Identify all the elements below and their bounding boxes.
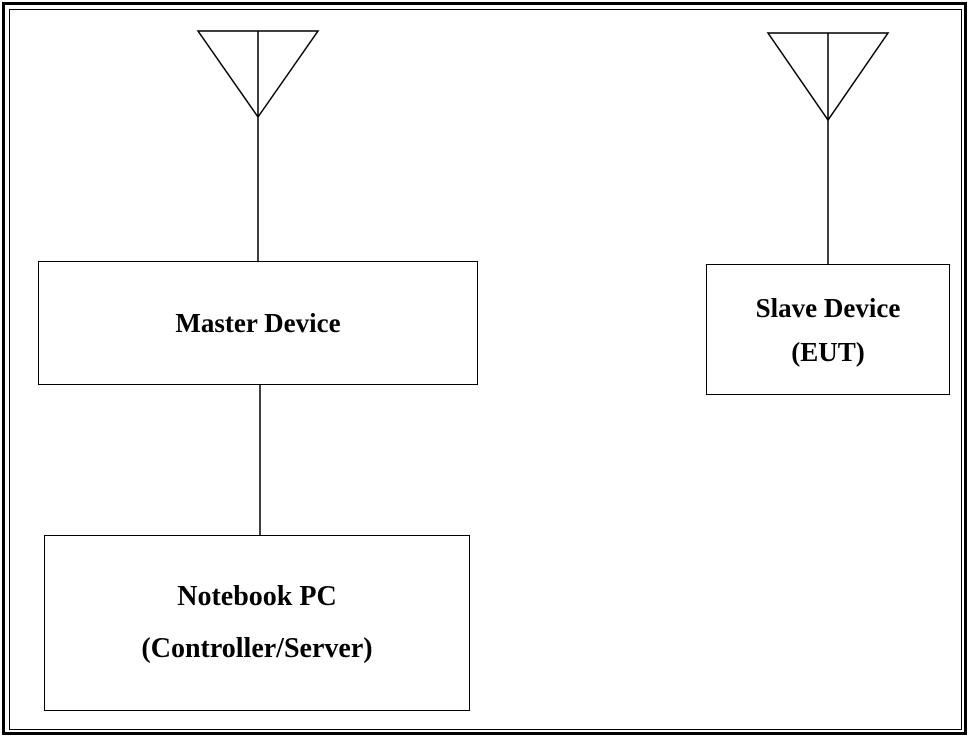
master-device-box: Master Device [38,261,478,385]
notebook-pc-label: Notebook PC [177,581,337,612]
slave-device-sublabel: (EUT) [791,336,865,367]
inner-border [9,9,962,730]
slave-device-label: Slave Device [755,292,901,323]
notebook-pc-sublabel: (Controller/Server) [141,633,373,664]
master-antenna-icon [196,30,320,119]
slave-device-box: Slave Device (EUT) [706,264,950,395]
notebook-pc-box: Notebook PC (Controller/Server) [44,535,470,711]
slave-antenna-icon [766,32,890,122]
master-device-label: Master Device [175,307,341,338]
